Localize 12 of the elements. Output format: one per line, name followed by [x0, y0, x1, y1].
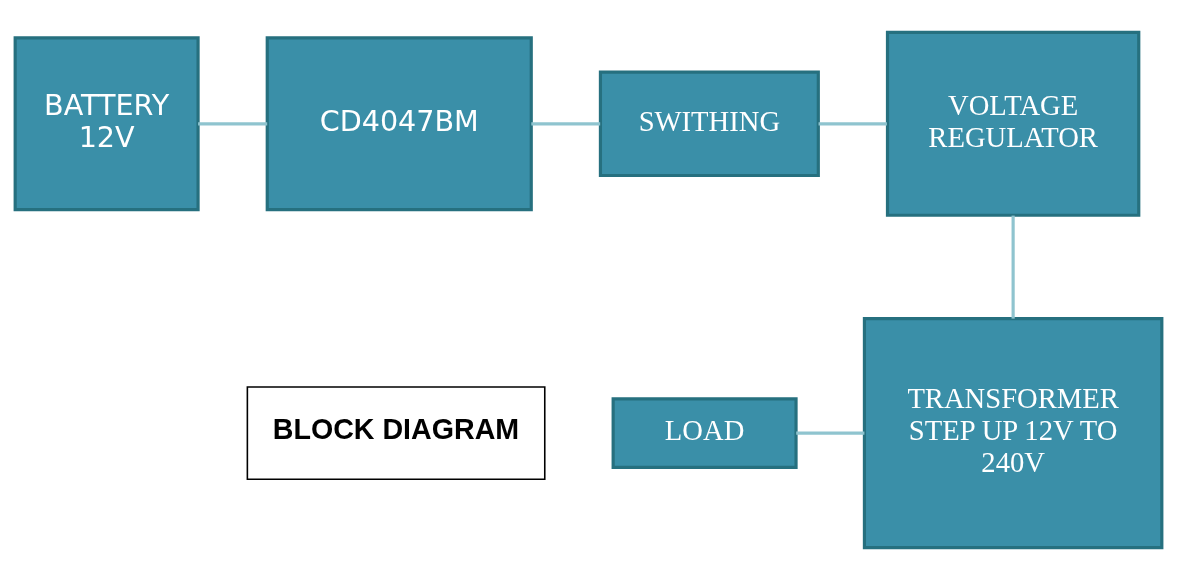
- connector: [198, 121, 268, 125]
- node-box: BATTERY 12V: [13, 35, 200, 211]
- node-box: TRANSFORMER STEP UP 12V TO 240V: [862, 316, 1164, 549]
- node-box: BLOCK DIAGRAM: [246, 385, 546, 480]
- node-box: VOLTAGE REGULATOR: [885, 30, 1141, 217]
- node-box: SWITHING: [598, 70, 820, 177]
- connector: [531, 121, 601, 125]
- connector: [796, 431, 865, 435]
- connector: [818, 121, 887, 125]
- connector: [1011, 215, 1015, 319]
- node-box: CD4047BM: [265, 35, 533, 211]
- node-box: LOAD: [611, 396, 798, 469]
